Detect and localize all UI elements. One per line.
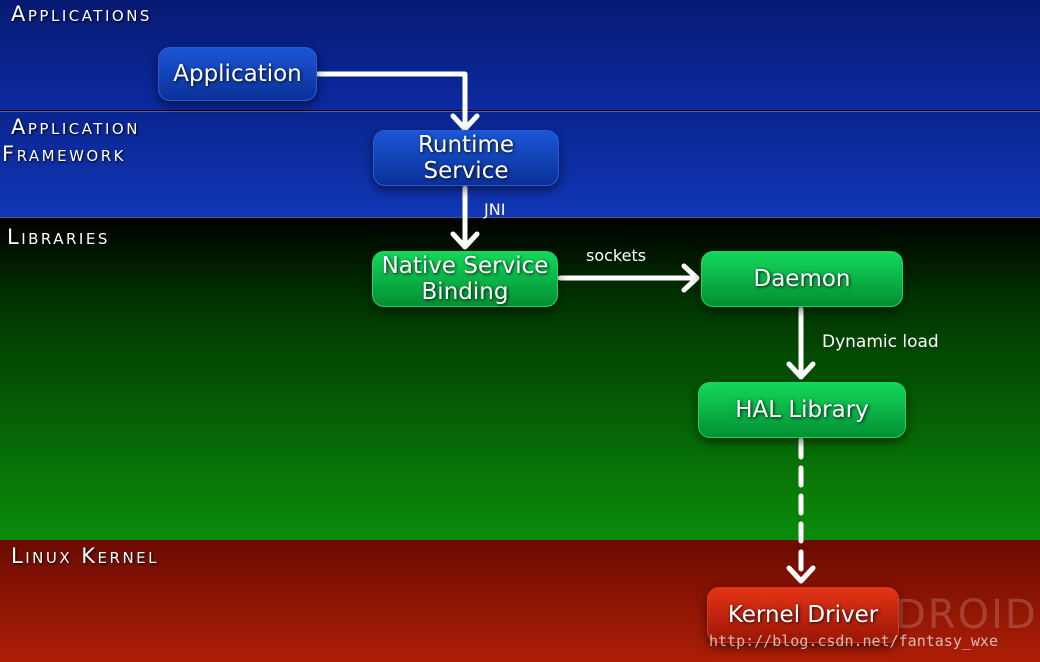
libraries-layer-title: Libraries [7,225,110,249]
native-service-binding-node-label: Native Service Binding [381,253,549,305]
arrow-application-to-runtime [315,71,468,131]
hal-library-node-label: HAL Library [735,397,869,423]
daemon-node-label: Daemon [753,266,851,292]
arrowhead-runtime-to-native [450,231,480,250]
jni-label: JNI [484,200,506,219]
native-service-binding-node: Native Service Binding [372,251,558,307]
hal-library-node: HAL Library [698,382,906,438]
sockets-label: sockets [586,246,647,265]
application-node: Application [158,47,317,101]
applications-layer-title: Applications [11,2,152,26]
android-logo-watermark: DROID [895,592,1038,638]
application-node-label: Application [173,61,302,87]
arrowhead-hal-to-kernel [786,565,816,584]
application-framework-layer-title: Application Framework [2,115,140,166]
daemon-node: Daemon [701,251,903,307]
dynamic-load-label: Dynamic load [822,332,939,352]
arrowhead-application-to-runtime [450,113,480,132]
kernel-driver-node: Kernel Driver [707,587,899,643]
runtime-service-node-label: Runtime Service [417,132,515,184]
arrowhead-daemon-to-hal [786,361,816,380]
runtime-service-node: Runtime Service [373,130,559,186]
arrowhead-native-to-daemon [681,263,700,293]
blog-url-watermark: http://blog.csdn.net/fantasy_wxe [709,632,998,650]
linux-kernel-layer-title: Linux Kernel [11,544,160,568]
kernel-driver-node-label: Kernel Driver [727,602,879,628]
